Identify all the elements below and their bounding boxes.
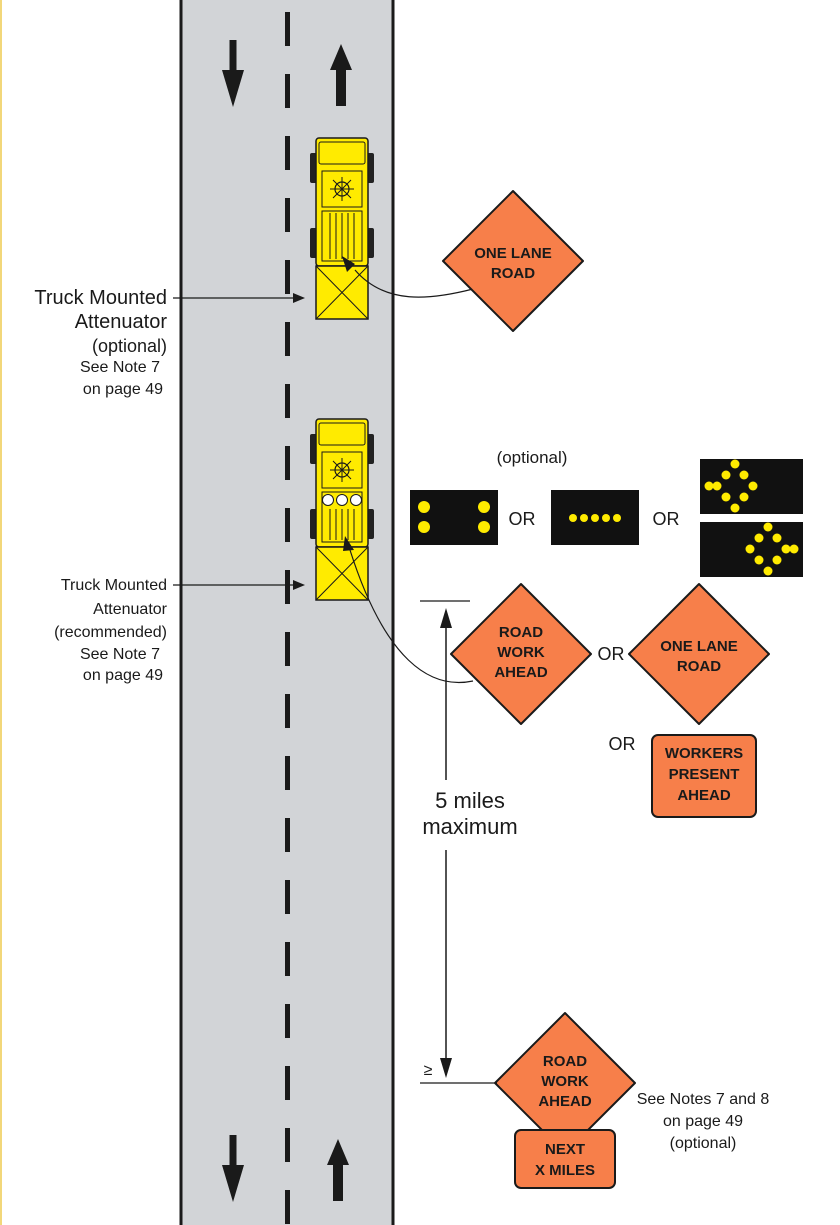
center-dash (285, 198, 290, 232)
sign-road-work-bottom-line-1: ROAD (543, 1053, 587, 1070)
sign-road-work-mid-line-3: AHEAD (494, 664, 548, 681)
sign-road-work-bottom-line-2: WORK (541, 1073, 589, 1090)
arrow-board-icon (410, 490, 498, 545)
tma-label-middle: Truck Mounted Attenuator (recommended) S… (54, 577, 168, 684)
tma2-line-4: See Note 7 (80, 646, 160, 663)
sign-workers-line-1: WORKERS (665, 745, 743, 762)
center-dash (285, 694, 290, 728)
leader-line-top (342, 256, 474, 298)
center-dash (285, 756, 290, 790)
center-dash (285, 1004, 290, 1038)
arrow-board-icon (700, 522, 803, 577)
truck-icon (310, 418, 374, 601)
arrow-down-icon (222, 40, 244, 107)
warning-light (350, 494, 362, 506)
sign-road-work-bottom-line-3: AHEAD (538, 1093, 592, 1110)
notes-line-3: (optional) (670, 1135, 737, 1152)
tma1-line-1: Truck Mounted (34, 287, 167, 309)
or-text-3: OR (598, 644, 625, 664)
notes-line-2: on page 49 (663, 1113, 743, 1130)
sign-road-work-mid-line-2: WORK (497, 644, 545, 661)
center-dash (285, 632, 290, 666)
sign-road-work-mid-line-1: ROAD (499, 624, 543, 641)
center-dash (285, 1190, 290, 1224)
center-dash (285, 12, 290, 46)
sign-one-lane-mid-line-2: ROAD (677, 658, 721, 675)
tma1-line-2: Attenuator (75, 311, 168, 333)
sign-next-x-line-1: NEXT (545, 1141, 585, 1158)
tma1-line-5: on page 49 (83, 381, 163, 398)
tma-pointer-top (173, 293, 305, 303)
diamond-sign-icon: ONE LANE ROAD (442, 190, 584, 332)
center-dash (285, 1066, 290, 1100)
distance-dimension (420, 600, 497, 1084)
center-dashed-line (285, 12, 290, 1224)
optional-panel-label: (optional) (497, 448, 568, 467)
tma2-line-1: Truck Mounted (61, 577, 167, 594)
or-text-1: OR (509, 509, 536, 529)
or-text-2: OR (653, 509, 680, 529)
or-text-4: OR (609, 734, 636, 754)
tma1-line-3: (optional) (92, 336, 167, 356)
center-dash (285, 74, 290, 108)
arrow-board-icon (700, 459, 803, 514)
warning-light (322, 494, 334, 506)
leader-line-middle (343, 536, 474, 684)
sign-next-x-line-2: X MILES (535, 1162, 595, 1179)
tma-pointer-middle (173, 580, 305, 590)
center-dash (285, 322, 290, 356)
next-x-miles-sign: NEXT X MILES (514, 1129, 616, 1189)
truck-icon (310, 137, 374, 320)
center-dash (285, 136, 290, 170)
distance-label-line-2: maximum (422, 814, 517, 839)
arrow-up-icon (330, 44, 352, 106)
center-dash (285, 570, 290, 604)
notes-line-1: See Notes 7 and 8 (637, 1091, 770, 1108)
diamond-sign-icon: ROAD WORK AHEAD (450, 583, 592, 725)
tma1-line-4: See Note 7 (80, 359, 160, 376)
arrow-board-icon (551, 490, 639, 545)
sign-workers-line-3: AHEAD (677, 787, 731, 804)
center-dash (285, 1128, 290, 1162)
tma-label-top: Truck Mounted Attenuator (optional) See … (34, 287, 167, 398)
center-dash (285, 880, 290, 914)
center-dash (285, 260, 290, 294)
center-dash (285, 818, 290, 852)
center-dash (285, 446, 290, 480)
distance-label-line-1: 5 miles (435, 788, 505, 813)
sign-one-lane-top-line-1: ONE LANE (474, 245, 552, 262)
center-dash (285, 384, 290, 418)
tma2-line-2: Attenuator (93, 601, 168, 618)
sign-one-lane-mid-line-1: ONE LANE (660, 638, 738, 655)
sign-one-lane-top-line-2: ROAD (491, 265, 535, 282)
center-dash (285, 942, 290, 976)
workers-present-sign: WORKERS PRESENT AHEAD (651, 734, 757, 818)
greater-equal-symbol: ≥ (424, 1062, 433, 1079)
tma2-line-3: (recommended) (54, 624, 167, 641)
warning-light (336, 494, 348, 506)
center-dash (285, 508, 290, 542)
sign-workers-line-2: PRESENT (669, 766, 740, 783)
arrow-up-icon (327, 1139, 349, 1201)
arrow-down-icon (222, 1135, 244, 1202)
tma2-line-5: on page 49 (83, 667, 163, 684)
diamond-sign-icon: ONE LANE ROAD (628, 583, 770, 725)
